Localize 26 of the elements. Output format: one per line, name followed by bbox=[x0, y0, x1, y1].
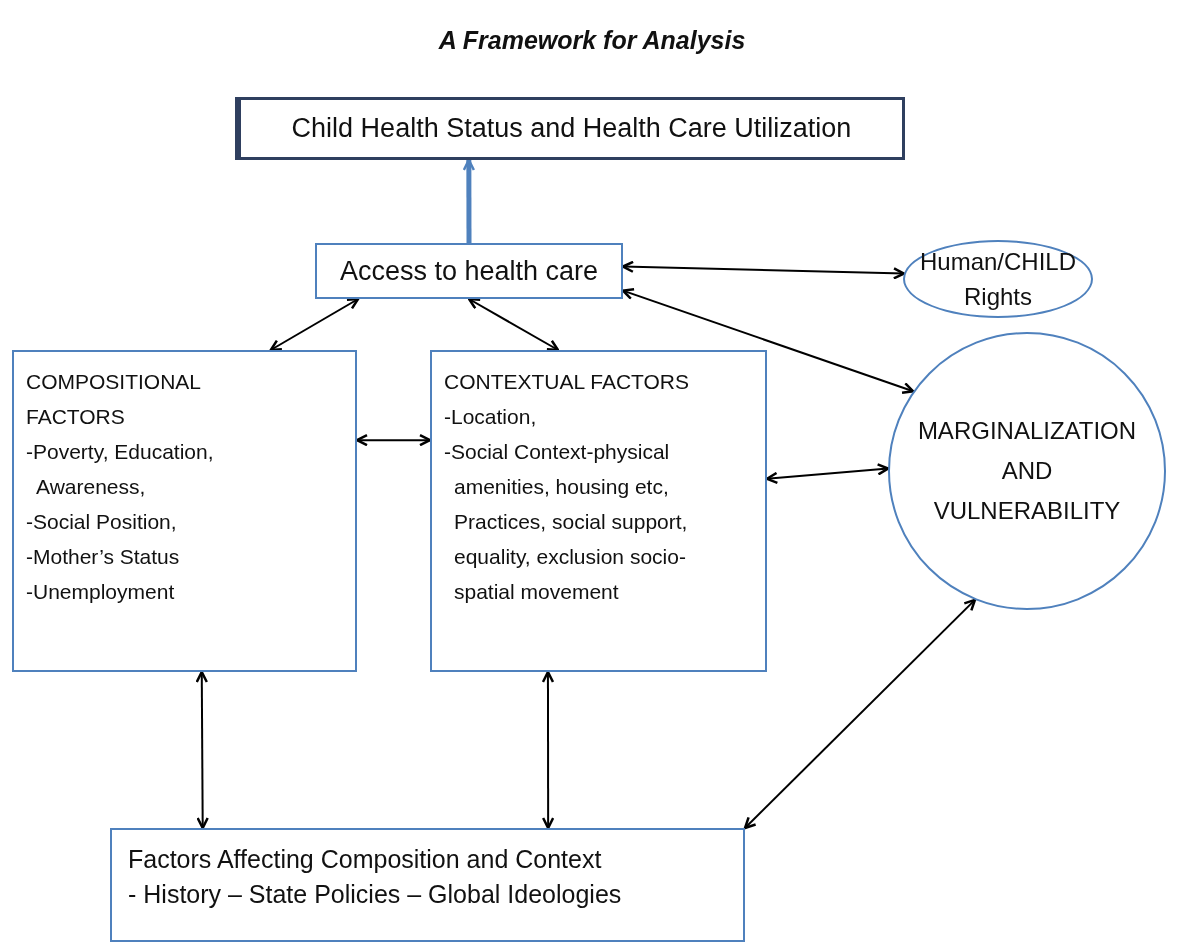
double-arrow bbox=[269, 297, 360, 352]
node-text: Child Health Status and Health Care Utilization bbox=[291, 112, 852, 145]
outcome-box bbox=[235, 97, 905, 160]
box-heading: COMPOSITIONAL FACTORS bbox=[26, 369, 202, 430]
node-text: -Location, bbox=[444, 404, 538, 430]
node-text: Access to health care bbox=[339, 254, 599, 288]
node-text: -Unemployment bbox=[26, 579, 176, 605]
node-text: - History – State Policies – Global Ideologies bbox=[128, 879, 623, 910]
node-text: Human/CHILD Rights bbox=[918, 247, 1077, 312]
diagram-title: A Framework for Analysis bbox=[438, 25, 746, 56]
double-arrow bbox=[467, 297, 560, 352]
node-text: -Social Context-physical amenities, housing etc, Practices, social support, equality, exclusion socio-spatial movement bbox=[444, 439, 689, 605]
process-box bbox=[315, 243, 623, 299]
box-heading: Factors Affecting Composition and Context bbox=[128, 844, 603, 875]
factor-box bbox=[12, 350, 357, 672]
double-arrow bbox=[541, 670, 555, 830]
double-arrow bbox=[195, 670, 209, 830]
node-text: -Poverty, Education, Awareness, bbox=[26, 439, 215, 500]
node-text: MARGINALIZATION AND VULNERABILITY bbox=[916, 416, 1138, 526]
double-arrow bbox=[743, 598, 977, 830]
box-heading: CONTEXTUAL FACTORS bbox=[444, 369, 691, 395]
node-text: -Social Position, bbox=[26, 509, 178, 535]
double-arrow bbox=[462, 158, 476, 243]
factor-box bbox=[110, 828, 745, 942]
factor-box bbox=[430, 350, 767, 672]
node-text: -Mother’s Status bbox=[26, 544, 181, 570]
